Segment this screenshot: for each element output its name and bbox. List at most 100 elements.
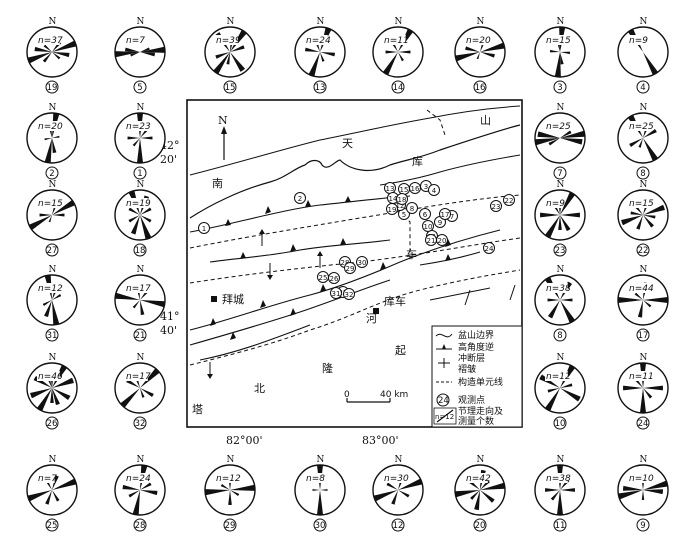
rose-petal [630,211,643,215]
rose-petal [480,482,505,490]
rose-north-label: N [49,103,57,113]
rose-petal [556,490,564,515]
rose-petal [230,490,240,497]
rose-station-id: 4 [640,83,645,93]
rose-count-bg [628,371,651,381]
rose-petal [52,52,61,60]
rose-petal [643,215,654,228]
rose-station-circle [45,518,59,532]
thrust-teeth [210,196,451,340]
rose-station-id: 24 [638,419,649,429]
rose-count: n=24 [126,474,151,484]
rose-count-bg [37,283,60,293]
rose-petal [220,483,230,490]
obs-point-label: 31 [332,290,341,298]
obs-point-circle [386,203,398,215]
rose-petal [548,138,560,146]
rose-petal [140,47,150,52]
rose-petal [132,138,140,147]
rose-count-bg [628,283,651,293]
rose-station-id: 32 [135,419,146,429]
rose-station-circle [133,416,147,430]
rose-count: n=9 [546,199,565,209]
rose-north-label: N [640,353,648,363]
obs-point-circle [328,272,340,284]
obs-point-label: 19 [388,206,397,214]
rose-north-label: N [317,455,325,465]
rose-petal [27,490,52,502]
scale-bar: 0 40 km [344,390,408,403]
obs-point-label: 3 [424,183,428,191]
rose-petal [52,213,65,217]
rose-petal [470,490,480,500]
rose-petal [637,300,643,318]
rose-petal [643,300,652,308]
rose-station-id: 20 [475,521,486,531]
rose-station-id: 22 [638,246,649,256]
place-bei: 北 [254,382,265,395]
rose-station-circle [223,80,237,94]
rose-petal [125,47,140,52]
obs-point-label: 15 [400,186,409,194]
rose-petal [465,46,480,52]
rose-count: n=8 [306,474,325,484]
obs-point-circle [483,242,495,254]
obs-point-circle [330,287,342,299]
rose-diagram: Nn=153 [534,17,586,94]
rose-petal [230,29,247,52]
rose-station-circle [45,416,59,430]
place-baicheng: 拜城 [222,293,244,306]
obs-point-label: 4 [432,187,437,195]
rose-count: n=9 [629,36,648,46]
rose-count-bg [125,35,143,45]
rose-count: n=44 [629,284,654,294]
rose-north-label: N [640,103,648,113]
obs-point-label: 14 [389,195,398,203]
rose-petal [122,484,140,490]
rose-count-bg [383,35,406,45]
rose-petal [636,215,643,230]
rose-petal [398,52,405,62]
rose-petal [43,44,52,52]
rose-petal [455,490,480,498]
legend-fold: 褶皱 [458,363,476,375]
obs-point-circle [503,194,515,206]
rose-petal [308,52,320,77]
rose-station-circle [553,243,567,257]
rose-petal [115,51,140,58]
rose-north-label: N [137,180,145,190]
rose-petal [132,490,140,515]
rose-count-bg [305,473,323,483]
place-ku: 库 [412,155,423,168]
rose-petal [643,215,656,219]
rose-petal [537,131,560,138]
rose-petal [643,128,657,138]
rose-station-id: 3 [557,83,562,93]
rose-petal [474,490,480,510]
rose-petal [140,215,152,223]
rose-station-circle [223,518,237,532]
obs-point-circle [396,193,408,205]
rose-petal [398,478,423,490]
rose-station-circle [636,166,650,180]
obs-point-circle [343,288,355,300]
rose-station-circle [45,328,59,342]
obs-point-label: 5 [402,211,406,219]
place-he: 河 [366,312,377,325]
rose-station-circle [636,416,650,430]
rose-petal [52,52,70,58]
scale-zero: 0 [344,390,350,400]
rose-station-id: 5 [137,83,142,93]
rose-north-label: N [557,17,565,27]
obs-point-circle [428,184,440,196]
rose-station-circle [313,518,327,532]
rose-north-label: N [137,455,145,465]
rose-petal [643,489,663,495]
